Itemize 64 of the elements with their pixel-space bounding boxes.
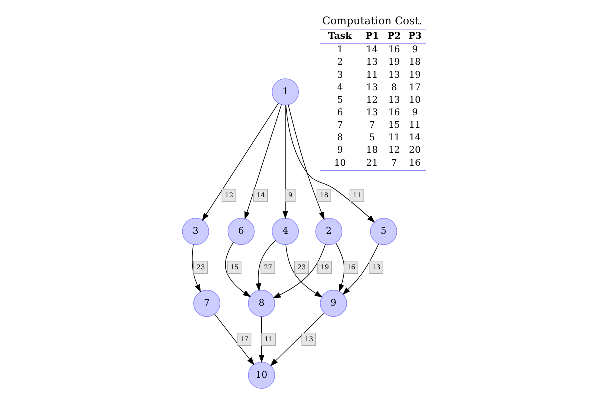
arrow xyxy=(214,314,255,366)
label: P3 xyxy=(408,30,422,42)
arrow xyxy=(244,104,282,220)
arrow xyxy=(202,103,279,222)
node-circle: 3 xyxy=(182,218,210,246)
label: 6 xyxy=(337,107,344,118)
label: 12 xyxy=(388,144,400,156)
label: 9 xyxy=(412,44,418,56)
label: 3 xyxy=(337,70,344,81)
label: 13 xyxy=(366,57,378,68)
label: Computation Cost. xyxy=(322,16,423,28)
node-circle: 1 xyxy=(272,78,300,106)
label: 18 xyxy=(366,144,378,156)
label: 2 xyxy=(337,57,344,68)
label: 13 xyxy=(366,107,378,118)
arrow xyxy=(288,104,325,220)
label: 13 xyxy=(388,70,400,81)
label: 14 xyxy=(366,44,378,56)
label: 4 xyxy=(337,82,344,94)
label: P2 xyxy=(388,30,402,42)
label: 14 xyxy=(409,132,421,144)
label: 8 xyxy=(391,82,398,94)
label: 16 xyxy=(388,44,400,56)
label: 5 xyxy=(369,132,376,144)
arrow xyxy=(225,242,252,298)
label: 5 xyxy=(337,94,344,106)
label: 19 xyxy=(409,70,421,81)
label: 11 xyxy=(366,70,378,81)
label: 12 xyxy=(366,94,378,106)
arrow xyxy=(270,312,325,366)
label: 16 xyxy=(388,107,400,118)
label: 11 xyxy=(409,120,421,131)
arrow xyxy=(272,244,326,299)
arrow xyxy=(192,244,202,293)
label: 7 xyxy=(369,120,376,131)
label: 9 xyxy=(337,144,344,156)
label: 13 xyxy=(366,82,378,94)
node-circle: 7 xyxy=(194,290,221,318)
label: 13 xyxy=(388,94,400,106)
label: 18 xyxy=(409,57,421,68)
node-circle: 2 xyxy=(316,218,343,246)
label: 7 xyxy=(337,120,344,131)
label: 19 xyxy=(388,57,400,68)
label: 15 xyxy=(388,120,400,131)
node-circle: 10 xyxy=(248,362,276,390)
node-circle: 8 xyxy=(248,290,276,318)
node-circle: 6 xyxy=(228,218,255,246)
label: P1 xyxy=(366,30,380,42)
label: 21 xyxy=(366,158,378,170)
label: 8 xyxy=(337,132,344,144)
label: 20 xyxy=(409,144,421,156)
label: 1 xyxy=(337,44,344,56)
label: 10 xyxy=(334,158,346,170)
node-circle: 5 xyxy=(370,218,398,246)
label: Task xyxy=(328,30,352,42)
label: 7 xyxy=(391,158,398,170)
label: 17 xyxy=(409,82,421,94)
label: 11 xyxy=(388,132,400,144)
label: 10 xyxy=(409,94,421,106)
node-circle: 9 xyxy=(320,290,348,318)
label: 16 xyxy=(409,158,421,170)
node-circle: 4 xyxy=(272,218,300,246)
label: 9 xyxy=(412,107,418,118)
arrow xyxy=(286,244,323,298)
